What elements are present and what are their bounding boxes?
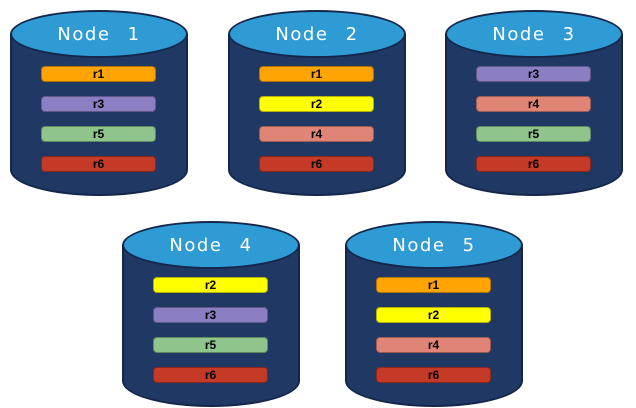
replica-bar: r3: [476, 66, 591, 82]
cylinder-top: Node 5: [345, 221, 523, 269]
replica-bar: r5: [153, 337, 268, 353]
replica-bar: r4: [259, 126, 374, 142]
replica-bar: r5: [476, 126, 591, 142]
replica-bar: r3: [41, 96, 156, 112]
replica-bar: r2: [259, 96, 374, 112]
replica-bar: r1: [259, 66, 374, 82]
replica-bar: r2: [153, 277, 268, 293]
node-title: Node 4: [169, 234, 253, 256]
database-node-4: Node 4 r2 r3 r5 r6: [122, 221, 300, 407]
cylinder-top: Node 4: [122, 221, 300, 269]
replica-list: r1 r2 r4 r6: [376, 277, 491, 383]
node-title: Node 3: [492, 23, 576, 45]
replica-bar: r4: [376, 337, 491, 353]
replica-bar: r6: [259, 156, 374, 172]
replica-bar: r6: [153, 367, 268, 383]
node-title: Node 5: [392, 234, 476, 256]
replica-list: r3 r4 r5 r6: [476, 66, 591, 172]
cylinder-top: Node 1: [10, 10, 188, 58]
replica-bar: r3: [153, 307, 268, 323]
database-node-1: Node 1 r1 r3 r5 r6: [10, 10, 188, 196]
replica-list: r1 r2 r4 r6: [259, 66, 374, 172]
replica-bar: r1: [41, 66, 156, 82]
database-node-3: Node 3 r3 r4 r5 r6: [445, 10, 623, 196]
node-title: Node 1: [57, 23, 141, 45]
replica-list: r1 r3 r5 r6: [41, 66, 156, 172]
replica-bar: r6: [41, 156, 156, 172]
database-node-5: Node 5 r1 r2 r4 r6: [345, 221, 523, 407]
node-title: Node 2: [275, 23, 359, 45]
cylinder-top: Node 3: [445, 10, 623, 58]
cylinder-top: Node 2: [228, 10, 406, 58]
replica-bar: r6: [376, 367, 491, 383]
replica-bar: r4: [476, 96, 591, 112]
replica-bar: r2: [376, 307, 491, 323]
replica-bar: r1: [376, 277, 491, 293]
replica-bar: r6: [476, 156, 591, 172]
replica-bar: r5: [41, 126, 156, 142]
replica-list: r2 r3 r5 r6: [153, 277, 268, 383]
database-node-2: Node 2 r1 r2 r4 r6: [228, 10, 406, 196]
